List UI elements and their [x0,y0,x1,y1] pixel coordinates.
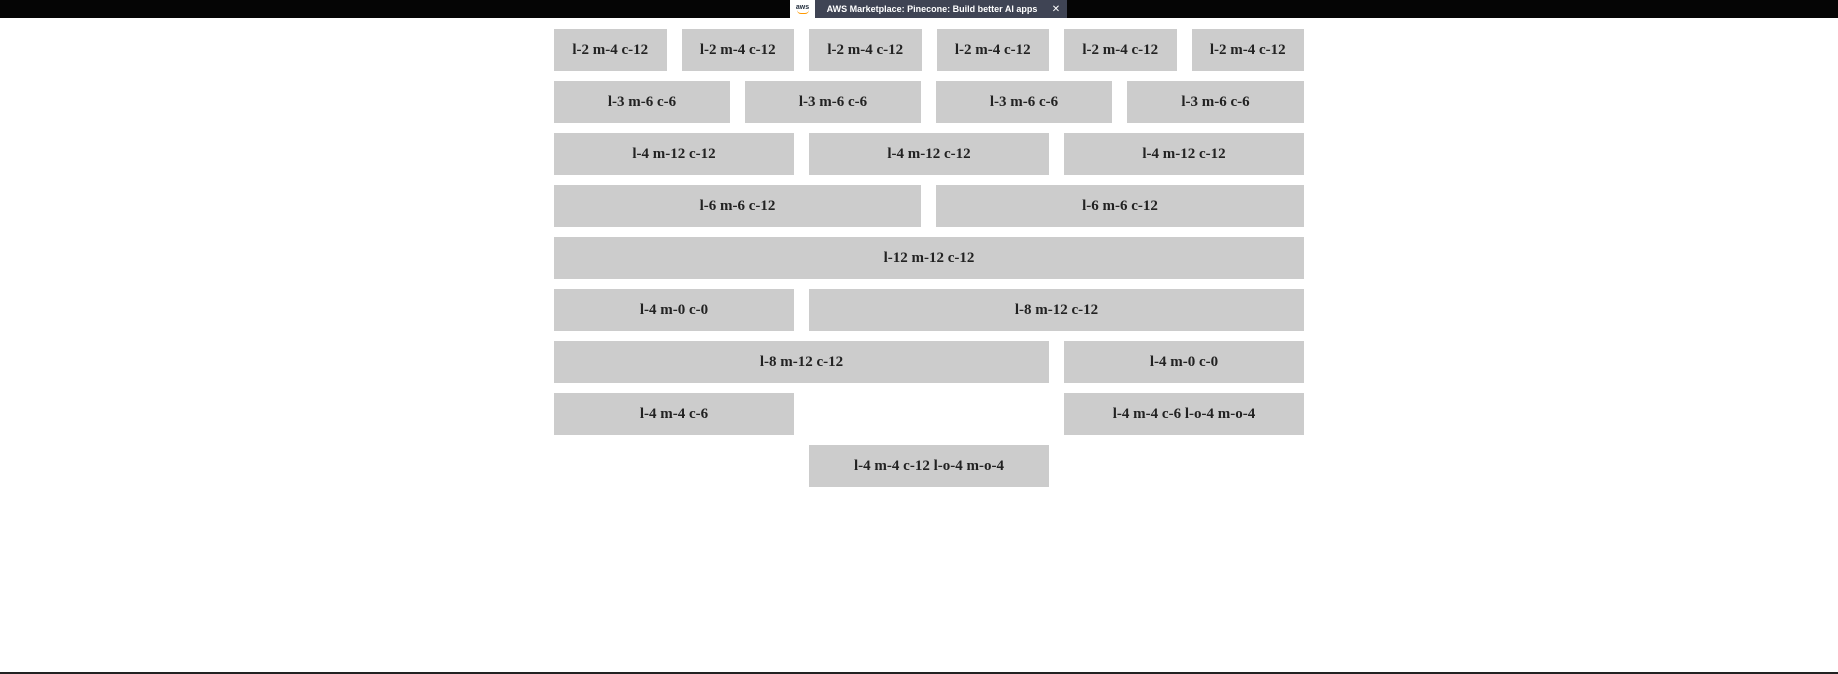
grid-row: l-4 m-12 c-12 l-4 m-12 c-12 l-4 m-12 c-1… [554,133,1304,175]
grid-row: l-4 m-4 c-6 l-4 m-4 c-6 l-o-4 m-o-4 [554,393,1304,435]
grid-cell: l-4 m-12 c-12 [1064,133,1304,175]
grid-cell: l-3 m-6 c-6 [1127,81,1304,123]
grid-cell: l-4 m-12 c-12 [554,133,794,175]
grid-cell: l-12 m-12 c-12 [554,237,1304,279]
grid-cell: l-8 m-12 c-12 [554,341,1049,383]
bottom-border [0,672,1838,674]
grid-cell: l-4 m-4 c-6 [554,393,794,435]
close-icon[interactable]: ✕ [1051,3,1061,15]
grid-cell: l-6 m-6 c-12 [936,185,1304,227]
aws-smile-icon [796,10,809,14]
grid-row: l-4 m-0 c-0 l-8 m-12 c-12 [554,289,1304,331]
ad-banner-text[interactable]: AWS Marketplace: Pinecone: Build better … [826,4,1038,14]
grid-offset [554,445,794,487]
grid-row: l-12 m-12 c-12 [554,237,1304,279]
grid-cell: l-3 m-6 c-6 [554,81,730,123]
grid-row: l-6 m-6 c-12 l-6 m-6 c-12 [554,185,1304,227]
grid-row: l-8 m-12 c-12 l-4 m-0 c-0 [554,341,1304,383]
grid-cell: l-4 m-4 c-12 l-o-4 m-o-4 [809,445,1049,487]
grid-cell: l-4 m-12 c-12 [809,133,1049,175]
grid-row: l-2 m-4 c-12 l-2 m-4 c-12 l-2 m-4 c-12 l… [554,29,1304,71]
grid-row: l-4 m-4 c-12 l-o-4 m-o-4 [554,445,1304,487]
grid-cell: l-3 m-6 c-6 [936,81,1112,123]
grid-cell: l-2 m-4 c-12 [809,29,922,71]
grid-cell: l-4 m-0 c-0 [1064,341,1304,383]
grid-cell: l-2 m-4 c-12 [1191,29,1304,71]
grid-offset [809,393,1049,435]
grid-cell: l-4 m-0 c-0 [554,289,794,331]
grid-cell: l-2 m-4 c-12 [936,29,1049,71]
grid-cell: l-2 m-4 c-12 [554,29,667,71]
aws-logo-text: aws [795,4,810,11]
grid-cell: l-2 m-4 c-12 [681,29,794,71]
grid-cell: l-2 m-4 c-12 [1064,29,1177,71]
aws-logo: aws [790,0,815,18]
grid-cell: l-8 m-12 c-12 [809,289,1304,331]
grid-cell: l-3 m-6 c-6 [745,81,921,123]
grid-demo: l-2 m-4 c-12 l-2 m-4 c-12 l-2 m-4 c-12 l… [554,29,1304,497]
grid-cell: l-4 m-4 c-6 l-o-4 m-o-4 [1064,393,1304,435]
ad-banner[interactable]: aws AWS Marketplace: Pinecone: Build bet… [790,0,1067,18]
grid-cell: l-6 m-6 c-12 [554,185,921,227]
grid-row: l-3 m-6 c-6 l-3 m-6 c-6 l-3 m-6 c-6 l-3 … [554,81,1304,123]
